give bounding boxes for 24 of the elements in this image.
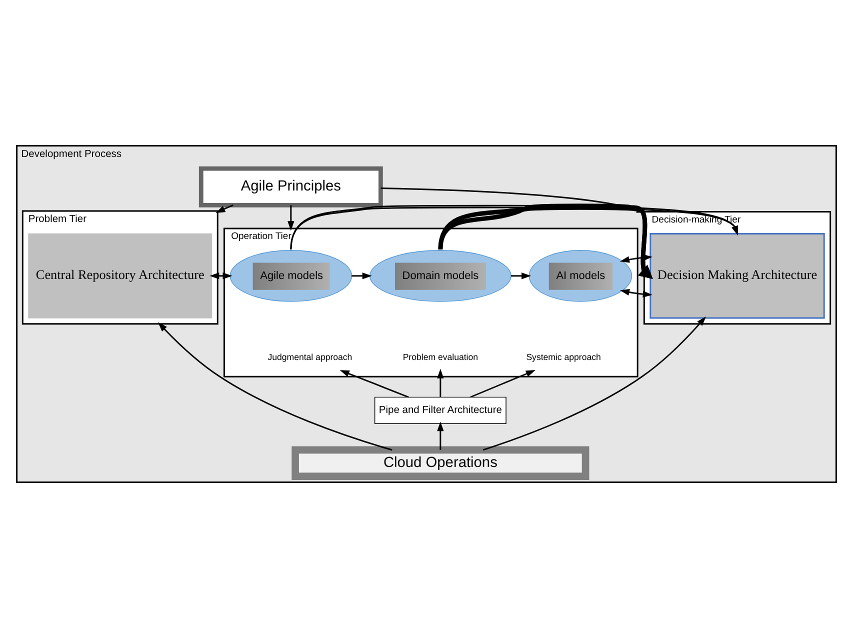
arrow: [620, 254, 652, 298]
node-text: Systemic approach: [526, 352, 601, 362]
node-text: Judgmental approach: [268, 352, 352, 362]
node-box: Cloud Operations: [292, 446, 590, 480]
arrow: [352, 272, 372, 280]
arrow: [340, 370, 409, 398]
arrow: [510, 272, 532, 280]
arrow: [437, 368, 444, 398]
node-box: Pipe and Filter Architecture: [374, 396, 506, 424]
arrow: [470, 370, 536, 398]
node-box: Agile Principles: [198, 166, 383, 208]
arrow: [210, 272, 232, 280]
arrow: [482, 316, 706, 451]
node-ellipse: AI models: [528, 250, 632, 302]
arrow: [288, 205, 294, 231]
node-box: Decision Making Architecture: [650, 233, 825, 319]
arrow: [216, 204, 234, 214]
arrow: [437, 422, 444, 450]
node-ellipse: Agile models: [230, 250, 352, 302]
arrow: [158, 322, 392, 451]
arrow: [438, 204, 653, 279]
node-text: Problem evaluation: [402, 352, 478, 362]
node-ellipse: Domain models: [369, 250, 512, 302]
node-box: Central Repository Architecture: [28, 233, 212, 318]
